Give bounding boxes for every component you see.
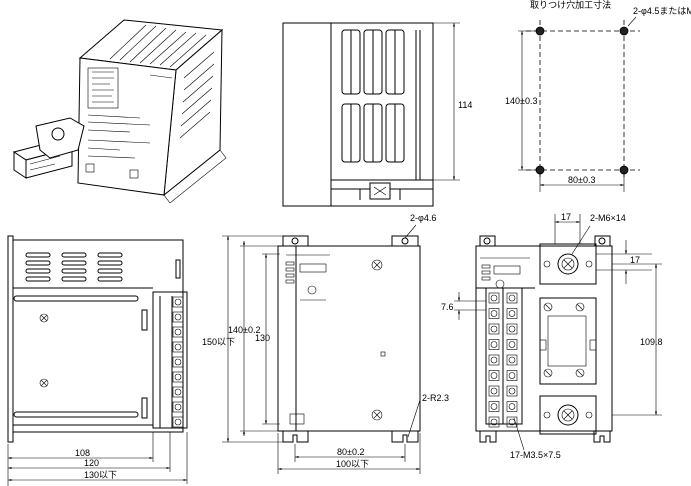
terminal-screw-head <box>508 341 516 348</box>
terminal-screw <box>488 308 500 319</box>
rear-screws-label: 2-M6×14 <box>590 213 626 223</box>
terminal-screw <box>172 386 184 398</box>
rear-t76-label: 7.6 <box>441 302 454 312</box>
terminal-screw <box>506 370 518 381</box>
front-w100-label: 100以下 <box>336 459 369 469</box>
terminal-screw-head <box>508 356 516 364</box>
terminal-screw <box>488 354 500 366</box>
side-d130-label: 130以下 <box>84 470 117 480</box>
rear-h17-label: 17 <box>630 255 640 265</box>
terminal-screw <box>172 341 184 353</box>
mount-hole-pattern: 取りつけ穴加工寸法 2-φ4.5またはM4 140±0.3 80±0.3 <box>505 0 691 192</box>
terminal-screw-head <box>174 373 182 381</box>
side-d120-label: 120 <box>84 458 99 468</box>
terminal-screw-head <box>508 372 516 379</box>
rear-view-drawing: 17 2-M6×14 17 109.8 7.6 17-M3.5×7.5 <box>441 212 663 460</box>
terminal-screw-head <box>174 298 182 306</box>
terminal-screw <box>488 385 500 397</box>
top-view-drawing: 114 <box>282 22 472 207</box>
terminal-screw <box>488 339 500 350</box>
terminal-screw <box>488 416 500 428</box>
terminal-screw <box>506 354 518 366</box>
terminal-screw <box>488 323 500 335</box>
terminal-screw-head <box>490 325 498 333</box>
product-perspective-view <box>12 19 227 204</box>
terminal-screw-head <box>490 310 498 317</box>
terminal-screw-head <box>174 313 182 321</box>
rear-terminals-label: 17-M3.5×7.5 <box>510 450 561 460</box>
front-w80-label: 80±0.2 <box>337 447 364 457</box>
terminal-screw-head <box>490 372 498 379</box>
terminal-screw <box>488 370 500 381</box>
terminal-screw <box>172 311 184 323</box>
side-d108-label: 108 <box>75 448 90 458</box>
terminal-screw-head <box>174 343 182 351</box>
terminal-screw-head <box>490 387 498 395</box>
terminal-screw-head <box>508 310 516 317</box>
terminal-screw-head <box>174 403 182 411</box>
front-h140-label: 140±0.2 <box>228 325 260 335</box>
rear-h1098-label: 109.8 <box>640 337 663 347</box>
terminal-screw-head <box>174 388 182 396</box>
terminal-screw <box>506 323 518 335</box>
mount-title: 取りつけ穴加工寸法 <box>530 0 611 10</box>
rear-w17-label: 17 <box>561 212 571 222</box>
mount-holes-label: 2-φ4.5またはM4 <box>633 6 691 16</box>
terminal-screw <box>172 326 184 338</box>
terminal-screw-head <box>490 341 498 348</box>
terminal-screw <box>506 416 518 428</box>
terminal-screw <box>506 292 518 304</box>
front-h130-label: 130 <box>255 333 270 343</box>
front-holes-label: 2-φ4.6 <box>410 213 436 223</box>
terminal-screw <box>506 308 518 319</box>
terminal-screw <box>488 292 500 304</box>
terminal-screw <box>172 371 184 383</box>
terminal-screw <box>172 296 184 308</box>
terminal-screw-head <box>508 387 516 395</box>
terminal-screw-head <box>174 418 182 426</box>
terminal-screw <box>506 385 518 397</box>
terminal-screw <box>172 416 184 428</box>
front-h150-label: 150以下 <box>202 337 235 347</box>
mount-width-label: 80±0.3 <box>568 175 595 185</box>
terminal-screw-head <box>174 328 182 336</box>
side-height-label: 114 <box>458 100 472 110</box>
terminal-screw-head <box>490 294 498 302</box>
terminal-screw-head <box>508 325 516 333</box>
front-radius-label: 2-R2.3 <box>422 393 449 403</box>
terminal-screw <box>172 356 184 368</box>
terminal-screw <box>172 401 184 413</box>
side-view-drawing: 108 120 130以下 <box>7 235 188 486</box>
terminal-screw <box>506 401 518 412</box>
terminal-screw-head <box>174 358 182 366</box>
terminal-screw-head <box>508 294 516 302</box>
front-view-drawing: 150以下 140±0.2 130 2-φ4.6 2-R2.3 80±0.2 1… <box>202 213 449 474</box>
terminal-screw-head <box>508 403 516 410</box>
mount-hole-tr <box>619 26 629 36</box>
terminal-screw <box>506 339 518 350</box>
terminal-screw-head <box>490 403 498 410</box>
terminal-screw <box>488 401 500 412</box>
terminal-screw-head <box>490 356 498 364</box>
terminal-screw-head <box>490 418 498 426</box>
mount-height-label: 140±0.3 <box>505 96 537 106</box>
